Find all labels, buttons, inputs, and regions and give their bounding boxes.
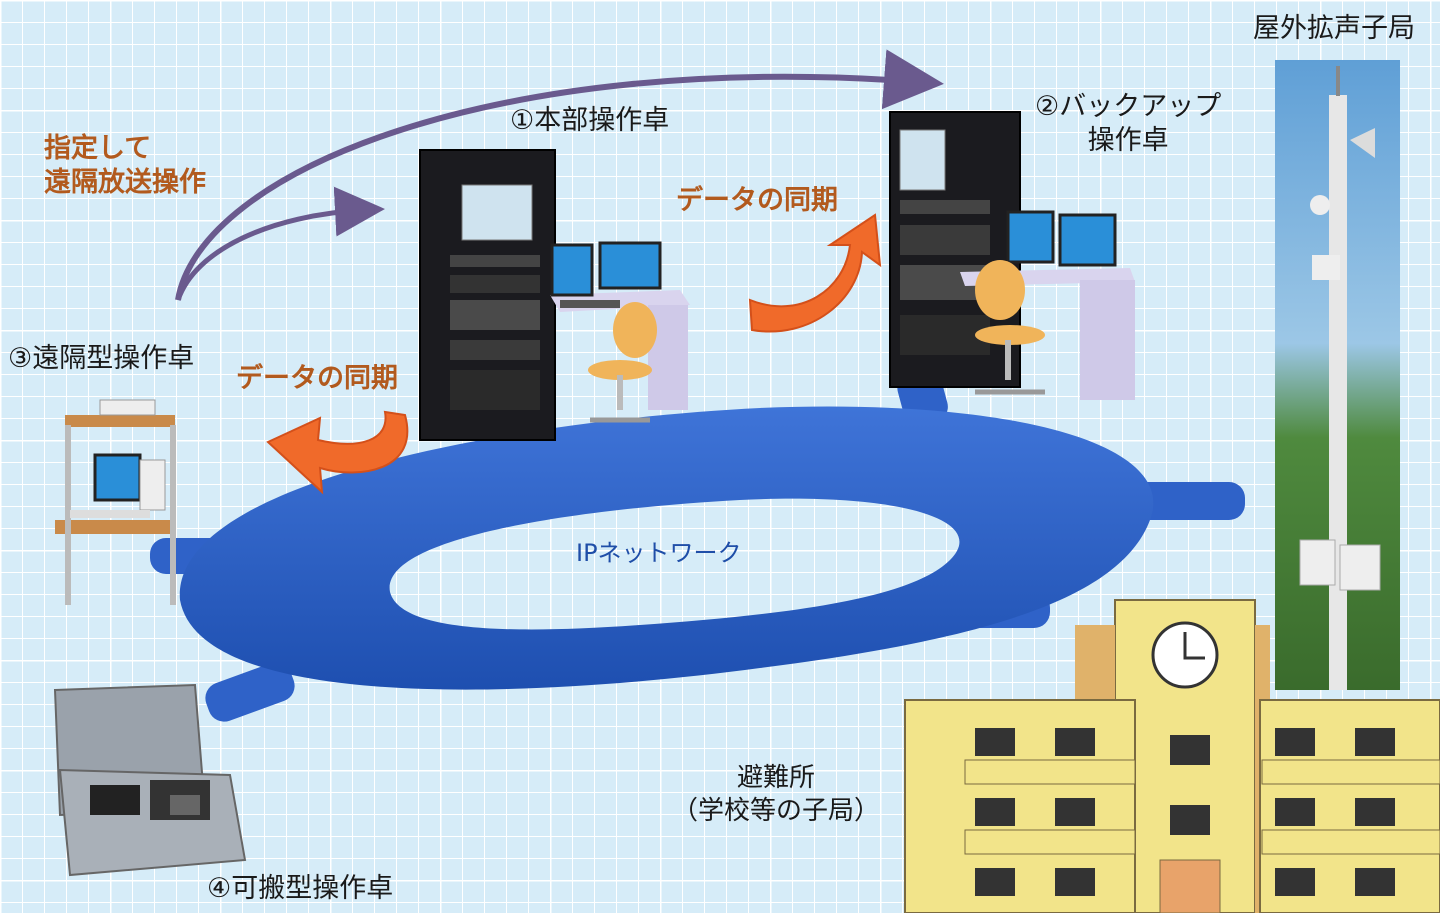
backup-console-equipment xyxy=(889,111,1135,400)
outdoor-speaker-photo xyxy=(1275,60,1400,690)
shelter-school-building xyxy=(904,599,1440,913)
sync-arrow-backup xyxy=(748,213,882,333)
backup-console-label: ②バックアップ 操作卓 xyxy=(1035,90,1221,158)
remote-operation-arrow xyxy=(175,49,944,301)
main-console-equipment xyxy=(419,149,690,441)
portable-console-label: ④可搬型操作卓 xyxy=(207,873,394,904)
remote-console-equipment xyxy=(55,399,176,605)
backup-console-label-line1: ②バックアップ xyxy=(1035,91,1222,122)
remote-console-label: ③遠隔型操作卓 xyxy=(8,343,195,374)
sync-label-left: データの同期 xyxy=(236,363,398,394)
shelter-label-line1: 避難所 xyxy=(737,763,816,793)
sync-label-top: データの同期 xyxy=(676,185,838,216)
shelter-label: 避難所 （学校等の子局） xyxy=(672,762,880,827)
designated-operation-line1: 指定して xyxy=(44,133,152,164)
outdoor-speaker-label: 屋外拡声子局 xyxy=(1253,13,1415,44)
main-console-label: ①本部操作卓 xyxy=(510,105,670,136)
designated-operation-line2: 遠隔放送操作 xyxy=(44,166,206,198)
portable-console-case xyxy=(53,683,247,877)
shelter-label-line2: （学校等の子局） xyxy=(672,795,881,826)
backup-console-label-line2: 操作卓 xyxy=(1087,124,1169,156)
designated-operation-label: 指定して 遠隔放送操作 xyxy=(44,132,206,200)
sync-arrow-remote xyxy=(266,410,409,495)
network-label: IPネットワーク xyxy=(576,539,742,567)
